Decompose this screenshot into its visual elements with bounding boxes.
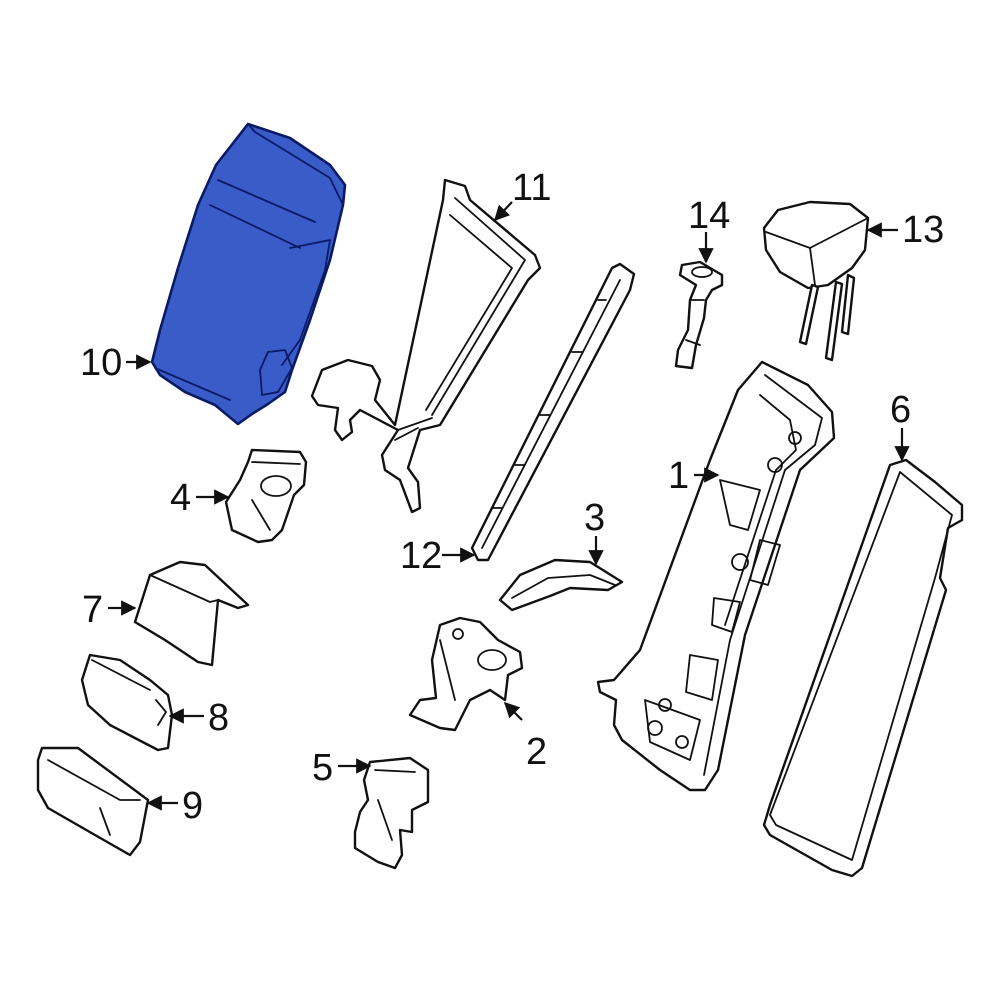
callout-11: 11 (512, 167, 551, 209)
callout-10: 10 (80, 342, 122, 384)
part-7-cover[interactable] (133, 560, 250, 667)
callout-1: 1 (668, 455, 689, 497)
callout-7: 7 (82, 589, 103, 631)
part-8-bracket-cover[interactable] (80, 653, 174, 752)
part-11-back-frame[interactable] (310, 178, 542, 514)
callout-labels: 10 11 14 13 6 1 4 12 3 7 2 8 5 9 (80, 167, 944, 827)
part-2-hinge-bracket[interactable] (408, 616, 524, 732)
callout-5: 5 (312, 747, 333, 789)
callout-14: 14 (688, 195, 730, 237)
leader-2 (503, 701, 523, 721)
part-5-bracket[interactable] (353, 756, 430, 870)
leader-11 (493, 201, 513, 222)
part-4-bracket[interactable] (224, 448, 308, 544)
callout-9: 9 (182, 785, 203, 827)
callout-4: 4 (170, 477, 191, 519)
callout-12: 12 (400, 535, 442, 577)
callout-3: 3 (584, 497, 605, 539)
part-3-cover[interactable] (498, 558, 624, 612)
callout-leaders (108, 201, 910, 811)
callout-2: 2 (526, 731, 547, 773)
callout-6: 6 (890, 389, 911, 431)
part-10-seat-back-cushion[interactable] (150, 122, 347, 426)
part-13-headrest[interactable] (762, 200, 870, 362)
callout-13: 13 (902, 209, 944, 251)
part-1-seat-back-frame[interactable] (596, 360, 836, 792)
part-9-trim[interactable] (36, 746, 150, 857)
part-12-side-strip[interactable] (470, 262, 636, 562)
callout-8: 8 (208, 697, 229, 739)
part-14-headrest-guide[interactable] (674, 260, 724, 370)
part-6-back-panel[interactable] (762, 458, 964, 878)
